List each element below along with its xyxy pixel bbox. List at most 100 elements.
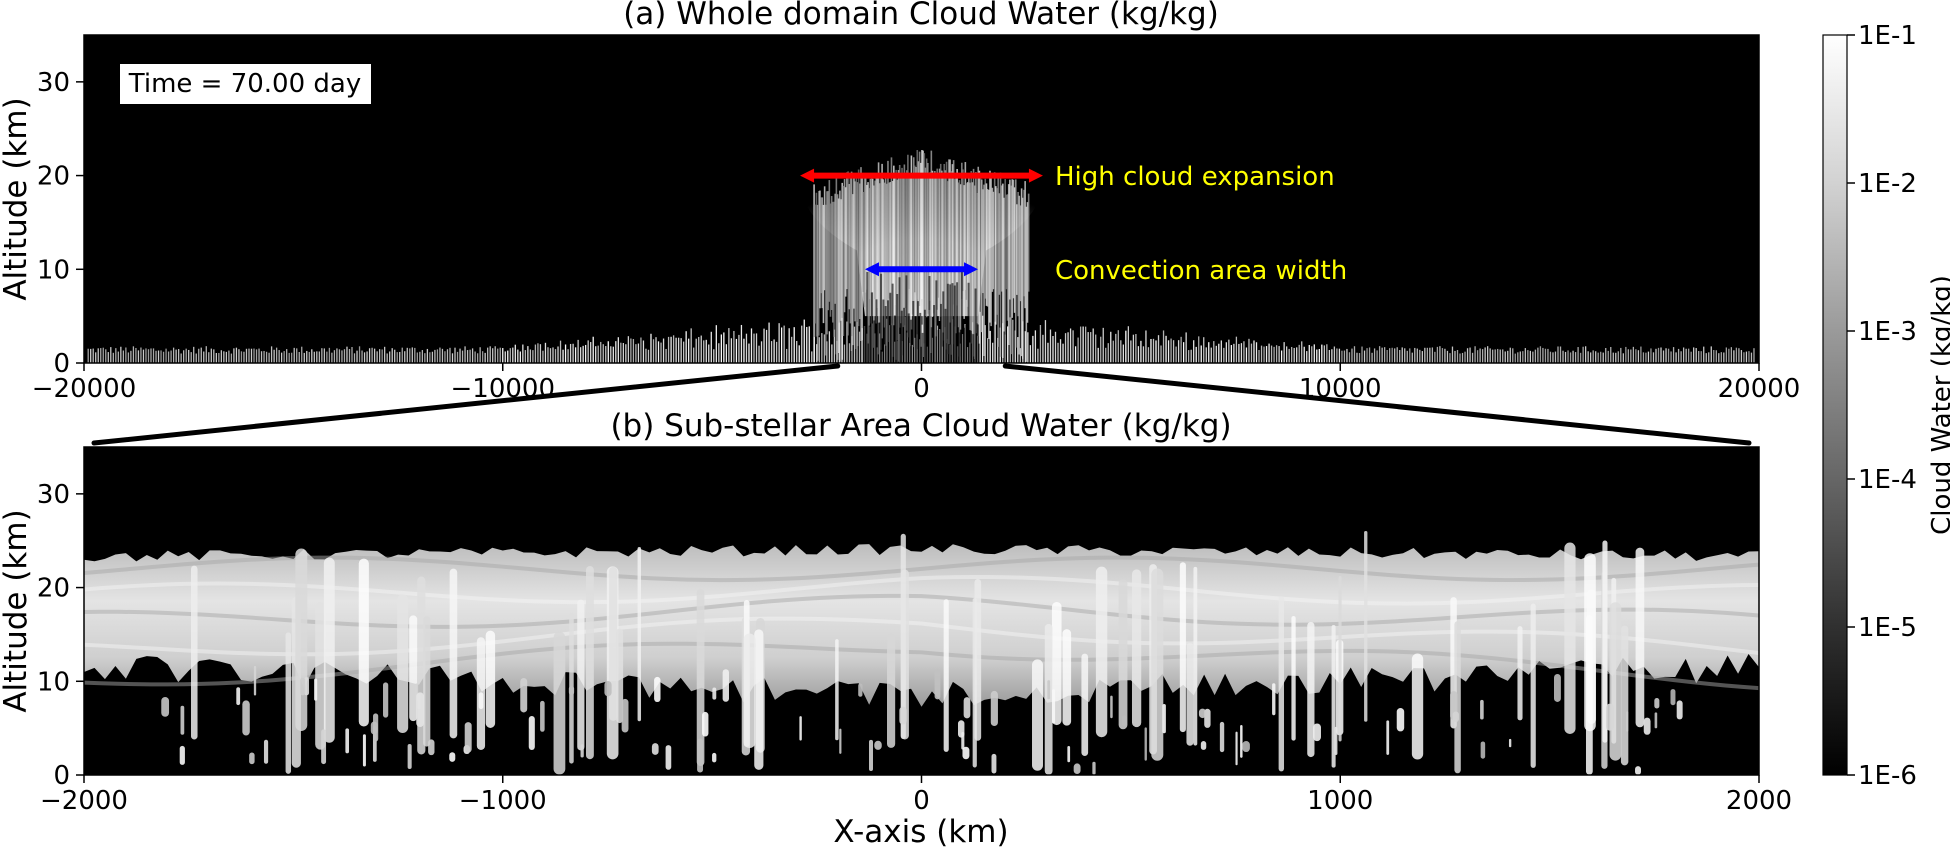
convective-plume xyxy=(485,630,496,728)
low-cloud-patch xyxy=(568,686,575,695)
low-cloud-patch xyxy=(899,706,907,725)
convective-plume xyxy=(1602,540,1608,743)
low-cloud-patch xyxy=(1073,763,1081,774)
convective-plume xyxy=(585,565,594,760)
convective-plume xyxy=(1081,653,1089,756)
low-cloud-patch xyxy=(1676,700,1683,720)
colorbar-tick-label: 1E-3 xyxy=(1858,317,1917,347)
convective-plume xyxy=(1044,623,1053,775)
low-cloud-patch xyxy=(1635,766,1641,775)
convective-plume xyxy=(1193,566,1198,746)
low-cloud-patch xyxy=(1110,695,1113,719)
low-cloud-patch xyxy=(1092,761,1096,775)
colorbar-gradient xyxy=(1822,34,1848,776)
low-cloud-patch xyxy=(1162,704,1166,734)
low-cloud-patch xyxy=(1200,741,1207,750)
low-cloud-patch xyxy=(702,711,709,737)
low-cloud-patch xyxy=(799,716,802,741)
low-cloud-patch xyxy=(428,739,435,756)
low-cloud-patch xyxy=(249,752,255,765)
convective-plume xyxy=(449,568,458,739)
zoom-connector-lines xyxy=(91,363,1752,446)
colorbar: 1E-11E-21E-31E-41E-51E-6 Cloud Water (kg… xyxy=(1822,21,1950,791)
low-cloud-patch xyxy=(957,720,965,738)
low-cloud-patch xyxy=(373,713,379,742)
convective-plume xyxy=(754,629,764,770)
convective-plume xyxy=(1062,629,1072,726)
convective-plume xyxy=(1186,643,1194,746)
low-cloud-patch xyxy=(858,683,863,697)
convective-plume xyxy=(835,639,839,741)
convective-plume xyxy=(637,546,642,722)
time-label: Time = 70.00 day xyxy=(128,69,361,99)
convective-plume xyxy=(1131,569,1142,728)
x-tick-label: 2000 xyxy=(1726,786,1792,816)
convection-area-width-arrow xyxy=(864,262,979,277)
low-cloud-patch xyxy=(990,690,998,727)
convective-plume xyxy=(1095,566,1108,738)
x-tick-label: 0 xyxy=(913,786,930,816)
low-cloud-patch xyxy=(1654,712,1658,729)
convective-plume xyxy=(743,633,756,749)
low-cloud-patch xyxy=(321,729,327,765)
annotation-convection: Convection area width xyxy=(1055,256,1347,286)
panel-a-title: (a) Whole domain Cloud Water (kg/kg) xyxy=(623,0,1219,32)
convective-plume xyxy=(1338,575,1342,742)
low-cloud-patch xyxy=(362,734,366,767)
low-cloud-patch xyxy=(1480,699,1484,720)
y-axis-label: Altitude (km) xyxy=(0,509,34,712)
convective-plume xyxy=(409,615,418,722)
y-tick-label: 20 xyxy=(37,162,70,192)
convective-plume xyxy=(553,631,566,775)
low-cloud-patch xyxy=(1198,708,1207,719)
convective-plume xyxy=(1530,603,1536,768)
low-cloud-patch xyxy=(449,752,456,762)
convective-plume xyxy=(1564,542,1576,734)
low-cloud-patch xyxy=(180,705,185,735)
low-cloud-patch xyxy=(179,745,185,765)
convective-plume xyxy=(397,594,409,734)
zoom-connector-left xyxy=(91,363,841,446)
low-cloud-patch xyxy=(1067,746,1071,763)
low-cloud-patch xyxy=(654,676,661,703)
low-cloud-patch xyxy=(1047,680,1051,700)
low-cloud-patch xyxy=(712,752,717,763)
low-cloud-patch xyxy=(697,738,704,773)
low-cloud-patch xyxy=(1240,725,1243,758)
convective-plume xyxy=(295,548,308,732)
low-cloud-patch xyxy=(1554,673,1561,702)
low-cloud-patch xyxy=(868,739,873,772)
colorbar-tick-label: 1E-5 xyxy=(1858,613,1917,643)
convective-plume xyxy=(1620,625,1629,766)
x-tick-label: 20000 xyxy=(1718,374,1801,404)
convective-plume xyxy=(1411,653,1424,760)
high-cloud-expansion-arrow xyxy=(800,168,1043,183)
y-tick-label: 0 xyxy=(53,349,70,379)
low-cloud-patch xyxy=(242,700,250,736)
convective-plume xyxy=(943,599,949,752)
x-tick-label: −20000 xyxy=(32,374,137,404)
low-cloud-patch xyxy=(1219,721,1225,753)
y-tick-label: 30 xyxy=(37,68,70,98)
colorbar-label: Cloud Water (kg/kg) xyxy=(1927,275,1950,535)
low-cloud-patch xyxy=(478,692,484,710)
y-tick-label: 10 xyxy=(37,667,70,697)
low-cloud-patch xyxy=(1272,683,1276,716)
colorbar-tick-label: 1E-4 xyxy=(1858,465,1917,495)
low-cloud-patch xyxy=(407,743,412,770)
convective-plume xyxy=(315,602,326,750)
low-cloud-patch xyxy=(528,715,535,750)
y-tick-label: 10 xyxy=(37,255,70,285)
y-tick-label: 20 xyxy=(37,574,70,604)
convective-plume xyxy=(1151,568,1164,761)
low-cloud-patch xyxy=(621,698,629,733)
low-cloud-patch xyxy=(665,745,672,770)
low-cloud-patch xyxy=(1235,731,1238,766)
low-cloud-patch xyxy=(520,677,528,713)
low-cloud-patch xyxy=(839,728,842,754)
zoom-connector-right xyxy=(1002,363,1752,446)
low-cloud-patch xyxy=(314,678,318,701)
y-axis-label: Altitude (km) xyxy=(0,97,34,300)
